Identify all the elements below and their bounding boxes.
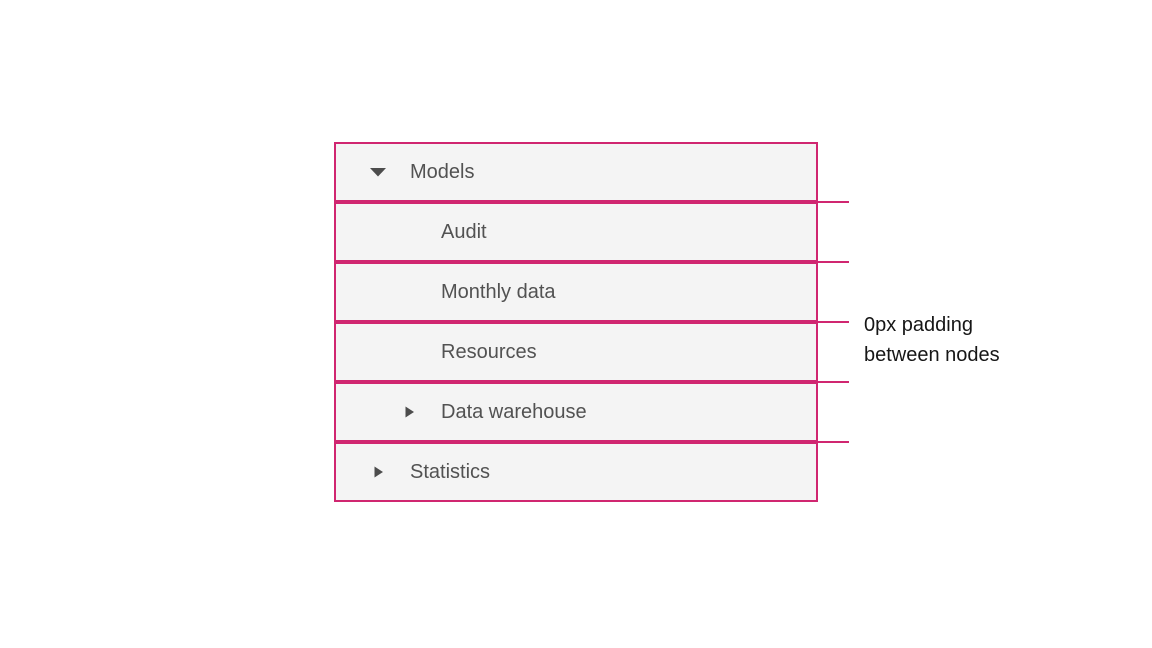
tree-node-resources[interactable]: Resources <box>334 322 818 382</box>
tree-node-label: Monthly data <box>441 280 556 303</box>
tree-node-monthly-data[interactable]: Monthly data <box>334 262 818 322</box>
caret-right-icon[interactable] <box>397 402 421 422</box>
tree-node-label: Data warehouse <box>441 400 587 423</box>
tree-node-models[interactable]: Models <box>334 142 818 202</box>
callout-line <box>818 441 849 443</box>
callout-line <box>818 261 849 263</box>
padding-annotation: 0px padding between nodes <box>864 314 1000 366</box>
callout-line <box>818 381 849 383</box>
tree-node-statistics[interactable]: Statistics <box>334 442 818 502</box>
tree-node-data-warehouse[interactable]: Data warehouse <box>334 382 818 442</box>
callout-line <box>818 201 849 203</box>
caret-down-icon[interactable] <box>366 162 390 182</box>
tree-node-audit[interactable]: Audit <box>334 202 818 262</box>
tree-node-label: Models <box>410 160 475 183</box>
tree-view: Models Audit Monthly data Resources <box>334 142 818 502</box>
callout-line <box>818 321 849 323</box>
tree-node-label: Audit <box>441 220 487 243</box>
caret-right-icon[interactable] <box>366 462 390 482</box>
tree-node-label: Statistics <box>410 460 491 483</box>
tree-node-label: Resources <box>441 340 537 363</box>
